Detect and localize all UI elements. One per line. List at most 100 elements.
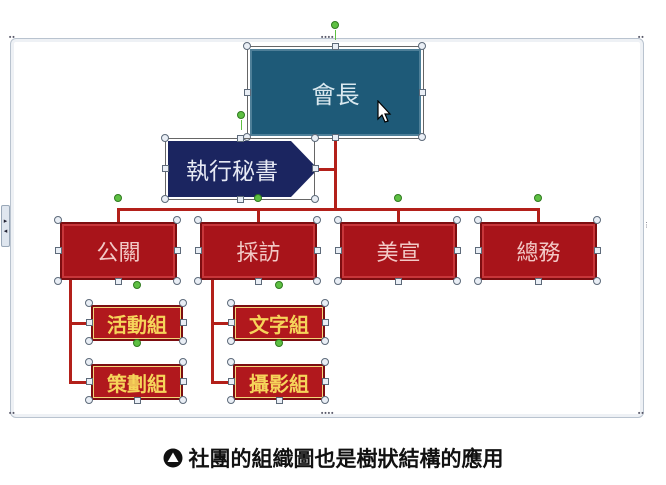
resize-handle[interactable] xyxy=(86,378,93,385)
rotate-handle[interactable] xyxy=(254,194,262,202)
resize-handle[interactable] xyxy=(115,278,122,285)
resize-handle[interactable] xyxy=(453,277,461,285)
resize-handle[interactable] xyxy=(195,247,202,254)
node-dept-interview[interactable]: 採訪 xyxy=(200,222,317,280)
rotate-handle[interactable] xyxy=(331,21,339,29)
resize-handle[interactable] xyxy=(474,277,482,285)
resize-handle[interactable] xyxy=(227,337,235,345)
rotate-handle[interactable] xyxy=(237,111,245,119)
resize-handle[interactable] xyxy=(179,299,187,307)
node-president[interactable]: 會長 xyxy=(250,49,421,136)
node-group-activity[interactable]: 活動組 xyxy=(91,305,183,341)
resize-handle[interactable] xyxy=(194,216,202,224)
canvas-bottom-grip[interactable]: ∙∙∙∙ xyxy=(320,409,334,417)
resize-handle[interactable] xyxy=(243,42,251,50)
resize-handle[interactable] xyxy=(321,396,329,404)
resize-handle[interactable] xyxy=(227,299,235,307)
resize-handle[interactable] xyxy=(332,134,339,141)
connector-line xyxy=(211,322,233,325)
resize-handle[interactable] xyxy=(321,358,329,366)
resize-handle[interactable] xyxy=(179,358,187,366)
resize-handle[interactable] xyxy=(194,277,202,285)
resize-handle[interactable] xyxy=(228,319,235,326)
resize-handle[interactable] xyxy=(593,277,601,285)
rotate-handle[interactable] xyxy=(275,339,283,347)
resize-handle[interactable] xyxy=(228,378,235,385)
resize-handle[interactable] xyxy=(276,397,283,404)
resize-handle[interactable] xyxy=(322,378,329,385)
resize-handle[interactable] xyxy=(313,216,321,224)
rotate-handle[interactable] xyxy=(394,194,402,202)
canvas-corner-grip[interactable]: ∙∙ xyxy=(637,33,645,41)
canvas-right-grip[interactable]: ⋮ xyxy=(643,221,650,229)
resize-handle[interactable] xyxy=(334,216,342,224)
resize-handle[interactable] xyxy=(453,216,461,224)
resize-handle[interactable] xyxy=(85,337,93,345)
node-dept-design[interactable]: 美宣 xyxy=(340,222,457,280)
resize-handle[interactable] xyxy=(321,299,329,307)
resize-handle[interactable] xyxy=(161,134,169,142)
node-dept-general[interactable]: 總務 xyxy=(480,222,597,280)
canvas-top-grip[interactable]: ∙∙∙∙ xyxy=(320,33,334,41)
resize-handle[interactable] xyxy=(179,396,187,404)
resize-handle[interactable] xyxy=(237,196,244,203)
resize-handle[interactable] xyxy=(161,195,169,203)
node-group-writing[interactable]: 文字組 xyxy=(233,305,325,341)
resize-handle[interactable] xyxy=(418,133,426,141)
resize-handle[interactable] xyxy=(311,134,319,142)
resize-handle[interactable] xyxy=(419,89,426,96)
resize-handle[interactable] xyxy=(322,319,329,326)
node-group-planning[interactable]: 策劃組 xyxy=(91,364,183,400)
connector-line xyxy=(257,208,260,222)
resize-handle[interactable] xyxy=(395,278,402,285)
resize-handle[interactable] xyxy=(227,396,235,404)
resize-handle[interactable] xyxy=(335,247,342,254)
resize-handle[interactable] xyxy=(255,278,262,285)
rotate-handle[interactable] xyxy=(275,281,283,289)
resize-handle[interactable] xyxy=(54,216,62,224)
rotate-handle[interactable] xyxy=(133,339,141,347)
resize-handle[interactable] xyxy=(321,337,329,345)
node-dept-pr[interactable]: 公關 xyxy=(60,222,177,280)
node-group-photography[interactable]: 攝影組 xyxy=(233,364,325,400)
resize-handle[interactable] xyxy=(535,278,542,285)
resize-handle[interactable] xyxy=(179,337,187,345)
resize-handle[interactable] xyxy=(180,319,187,326)
resize-handle[interactable] xyxy=(86,319,93,326)
resize-handle[interactable] xyxy=(474,216,482,224)
node-label: 會長 xyxy=(311,81,360,109)
resize-handle[interactable] xyxy=(475,247,482,254)
resize-handle[interactable] xyxy=(313,277,321,285)
canvas-corner-grip[interactable]: ∙∙ xyxy=(637,409,645,417)
text-pane-toggle[interactable]: ▸ ◂ xyxy=(1,205,10,247)
resize-handle[interactable] xyxy=(594,247,601,254)
resize-handle[interactable] xyxy=(85,358,93,366)
resize-handle[interactable] xyxy=(173,216,181,224)
resize-handle[interactable] xyxy=(454,247,461,254)
rotate-handle[interactable] xyxy=(114,194,122,202)
resize-handle[interactable] xyxy=(55,247,62,254)
rotate-handle[interactable] xyxy=(133,281,141,289)
resize-handle[interactable] xyxy=(332,43,339,50)
resize-handle[interactable] xyxy=(311,195,319,203)
resize-handle[interactable] xyxy=(334,277,342,285)
resize-handle[interactable] xyxy=(134,397,141,404)
resize-handle[interactable] xyxy=(85,299,93,307)
canvas-corner-grip[interactable]: ∙∙ xyxy=(8,33,16,41)
resize-handle[interactable] xyxy=(244,89,251,96)
resize-handle[interactable] xyxy=(173,277,181,285)
resize-handle[interactable] xyxy=(85,396,93,404)
resize-handle[interactable] xyxy=(314,247,321,254)
resize-handle[interactable] xyxy=(180,378,187,385)
resize-handle[interactable] xyxy=(174,247,181,254)
canvas-corner-grip[interactable]: ∙∙ xyxy=(8,409,16,417)
node-secretary[interactable]: 執行秘書 xyxy=(168,141,318,197)
resize-handle[interactable] xyxy=(227,358,235,366)
resize-handle[interactable] xyxy=(593,216,601,224)
resize-handle[interactable] xyxy=(54,277,62,285)
resize-handle[interactable] xyxy=(312,165,319,172)
resize-handle[interactable] xyxy=(162,165,169,172)
resize-handle[interactable] xyxy=(418,42,426,50)
rotate-handle[interactable] xyxy=(534,194,542,202)
resize-handle[interactable] xyxy=(237,135,244,142)
